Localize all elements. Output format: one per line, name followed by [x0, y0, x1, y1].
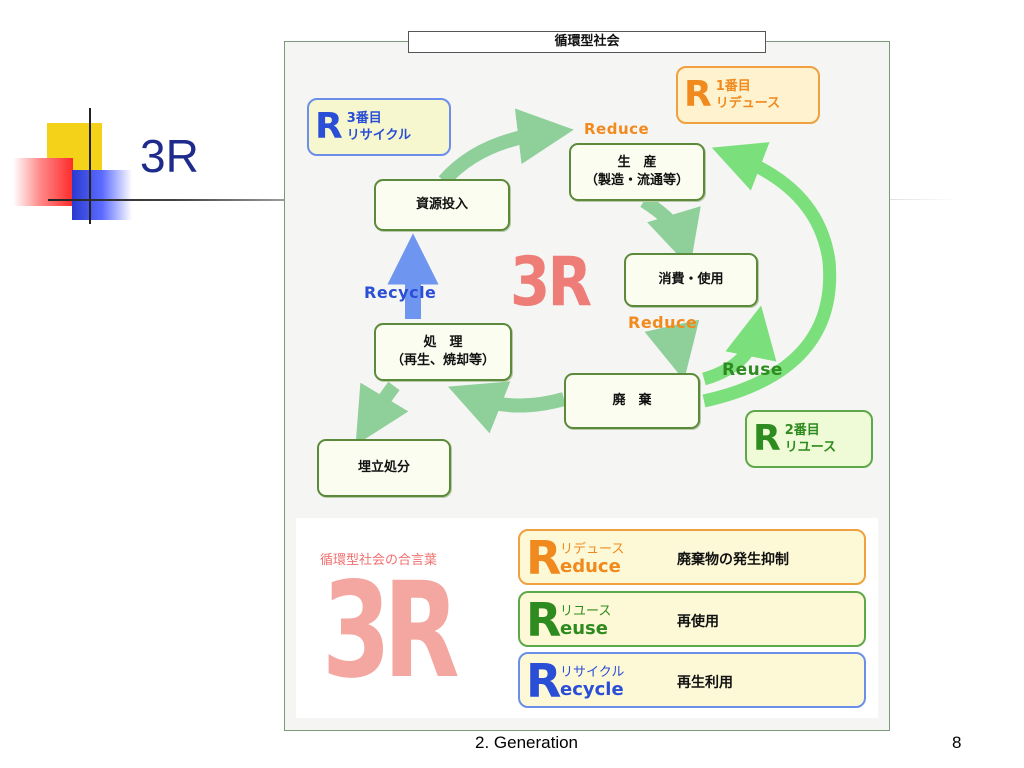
row-recycle-kana: リサイクル: [560, 665, 625, 680]
summary-row-recycle: R リサイクル ecycle 再生利用: [518, 652, 866, 708]
badge-first-reduce: R 1番目 リデュース: [676, 66, 820, 124]
decor-blue-square: [72, 170, 132, 220]
row-reuse-letter: R: [526, 593, 562, 647]
arrow-treatment-to-landfill: [355, 381, 409, 446]
badge-first-text: 1番目 リデュース: [715, 79, 781, 111]
badge-second-reuse: R 2番目 リユース: [745, 410, 873, 468]
node-treatment: 処 理 （再生、焼却等）: [374, 323, 512, 381]
title-underline: [48, 199, 284, 201]
summary-row-reduce: R リデュース educe 廃棄物の発生抑制: [518, 529, 866, 585]
node-resource-input: 資源投入: [374, 179, 510, 231]
page-number: 8: [952, 733, 962, 752]
row-recycle-meaning: 再生利用: [677, 675, 733, 691]
arrow-disposal-to-treatment: [447, 381, 566, 434]
badge-second-text: 2番目 リユース: [784, 423, 837, 455]
diagram-title: 循環型社会: [408, 31, 766, 53]
label-reuse: Reuse: [722, 360, 783, 380]
summary-motto: 循環型社会の合言葉: [320, 553, 438, 568]
label-reduce-mid: Reduce: [628, 313, 698, 332]
label-reduce-top: Reduce: [584, 120, 650, 138]
row-reuse-word: euse: [560, 618, 608, 639]
row-reduce-word: educe: [560, 556, 621, 577]
row-reduce-letter: R: [526, 531, 562, 585]
arrow-reuse-small: [702, 305, 777, 386]
arrow-consumption-to-disposal: [644, 319, 700, 381]
label-recycle: Recycle: [364, 283, 437, 302]
arrow-production-to-consumption: [640, 195, 701, 268]
node-landfill: 埋立処分: [317, 439, 451, 497]
badge-third-letter: R: [315, 106, 343, 147]
row-reuse-meaning: 再使用: [677, 614, 719, 630]
badge-first-letter: R: [684, 74, 712, 115]
footer-label: 2. Generation: [475, 733, 579, 752]
node-production: 生 産 （製造・流通等）: [569, 143, 705, 201]
decor-red-square: [13, 158, 73, 206]
badge-third-text: 3番目 リサイクル: [346, 111, 412, 143]
row-recycle-letter: R: [526, 654, 562, 708]
row-reduce-meaning: 廃棄物の発生抑制: [677, 552, 789, 568]
badge-third-recycle: R 3番目 リサイクル: [307, 98, 451, 156]
summary-row-reuse: R リユース euse 再使用: [518, 591, 866, 647]
row-reuse-kana: リユース: [560, 604, 612, 619]
summary-big-3r: 3R: [322, 554, 460, 708]
badge-second-letter: R: [753, 418, 781, 459]
center-3r-label: 3R: [510, 243, 592, 322]
cycle-arrows: [355, 108, 837, 446]
decor-vertical-line: [89, 108, 91, 224]
row-recycle-word: ecycle: [560, 679, 624, 700]
slide-title: 3R: [140, 130, 199, 182]
arrow-reuse-big: [702, 142, 837, 408]
title-underline-tail: [880, 199, 960, 200]
arrow-input-to-production: [438, 108, 574, 186]
node-consumption: 消費・使用: [624, 253, 758, 307]
node-disposal: 廃 棄: [564, 373, 700, 429]
row-reduce-kana: リデュース: [560, 542, 625, 557]
